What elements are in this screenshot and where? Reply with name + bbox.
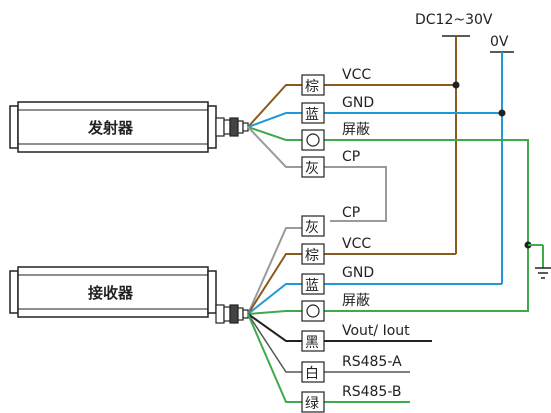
emitter-tag-cp: 灰 bbox=[305, 161, 319, 177]
emitter-name: 发射器 bbox=[87, 119, 134, 137]
supply-voltage-label: DC12~30V bbox=[415, 12, 493, 28]
circle-terminal-icon bbox=[306, 133, 320, 147]
emitter-tag-gnd: 蓝 bbox=[305, 107, 319, 123]
emitter-wire-cp bbox=[247, 126, 387, 222]
emitter-wire-vcc bbox=[247, 84, 456, 128]
receiver-label-rs485a: RS485-A bbox=[342, 354, 402, 370]
tag-box bbox=[301, 361, 325, 383]
emitter-right-cap bbox=[207, 105, 217, 149]
junction-dot bbox=[498, 109, 506, 117]
receiver-tag-vcc: 棕 bbox=[305, 248, 319, 264]
tag-box bbox=[301, 215, 325, 237]
tag-box bbox=[301, 273, 325, 295]
receiver-tag-rs485b: 绿 bbox=[305, 396, 319, 412]
emitter-wire-gnd bbox=[247, 112, 502, 128]
receiver-wire-rs485b bbox=[247, 313, 410, 403]
receiver-right-cap bbox=[207, 270, 217, 314]
circle-terminal-icon bbox=[306, 304, 320, 318]
receiver-wire-rs485a bbox=[247, 313, 410, 373]
receiver-tag-cp: 灰 bbox=[305, 220, 319, 236]
receiver-tag-gnd: 蓝 bbox=[305, 278, 319, 294]
receiver-wire-shield bbox=[247, 245, 529, 315]
receiver-wire-gnd bbox=[247, 283, 502, 315]
emitter-label-gnd: GND bbox=[342, 95, 374, 111]
emitter-label-cp: CP bbox=[342, 149, 360, 165]
junction-dot bbox=[452, 81, 460, 89]
receiver-label-vout: Vout/ Iout bbox=[342, 323, 410, 339]
emitter-tag-vcc: 棕 bbox=[305, 79, 319, 95]
emitter-device: 发射器 bbox=[9, 101, 249, 153]
emitter-label-vcc: VCC bbox=[342, 67, 371, 83]
emitter-connector bbox=[215, 117, 249, 137]
zero-volt-label: 0V bbox=[490, 34, 509, 50]
receiver-label-cp: CP bbox=[342, 205, 360, 221]
receiver-tag-vout: 黑 bbox=[305, 335, 319, 351]
receiver-label-shield: 屏蔽 bbox=[342, 293, 370, 309]
receiver-tag-rs485a: 白 bbox=[305, 366, 319, 382]
tag-box bbox=[301, 243, 325, 265]
receiver-label-rs485b: RS485-B bbox=[342, 384, 402, 400]
receiver-device: 接收器 bbox=[9, 266, 249, 324]
receiver-label-gnd: GND bbox=[342, 265, 374, 281]
receiver-connector bbox=[215, 304, 249, 324]
receiver-wire-cp bbox=[247, 227, 302, 315]
receiver-name: 接收器 bbox=[88, 284, 134, 302]
receiver-label-vcc: VCC bbox=[342, 236, 371, 252]
receiver-wire-vcc bbox=[247, 253, 456, 315]
emitter-label-shield: 屏蔽 bbox=[342, 122, 370, 138]
ground-icon bbox=[528, 244, 551, 279]
emitter-left-cap bbox=[9, 105, 19, 149]
tag-box bbox=[301, 74, 325, 96]
tag-box bbox=[301, 156, 325, 178]
receiver-wire-vout bbox=[247, 313, 432, 342]
emitter-wire-shield bbox=[247, 126, 529, 245]
tag-box bbox=[301, 102, 325, 124]
tag-box bbox=[301, 391, 325, 413]
tag-box bbox=[301, 330, 325, 352]
receiver-left-cap bbox=[9, 270, 19, 314]
